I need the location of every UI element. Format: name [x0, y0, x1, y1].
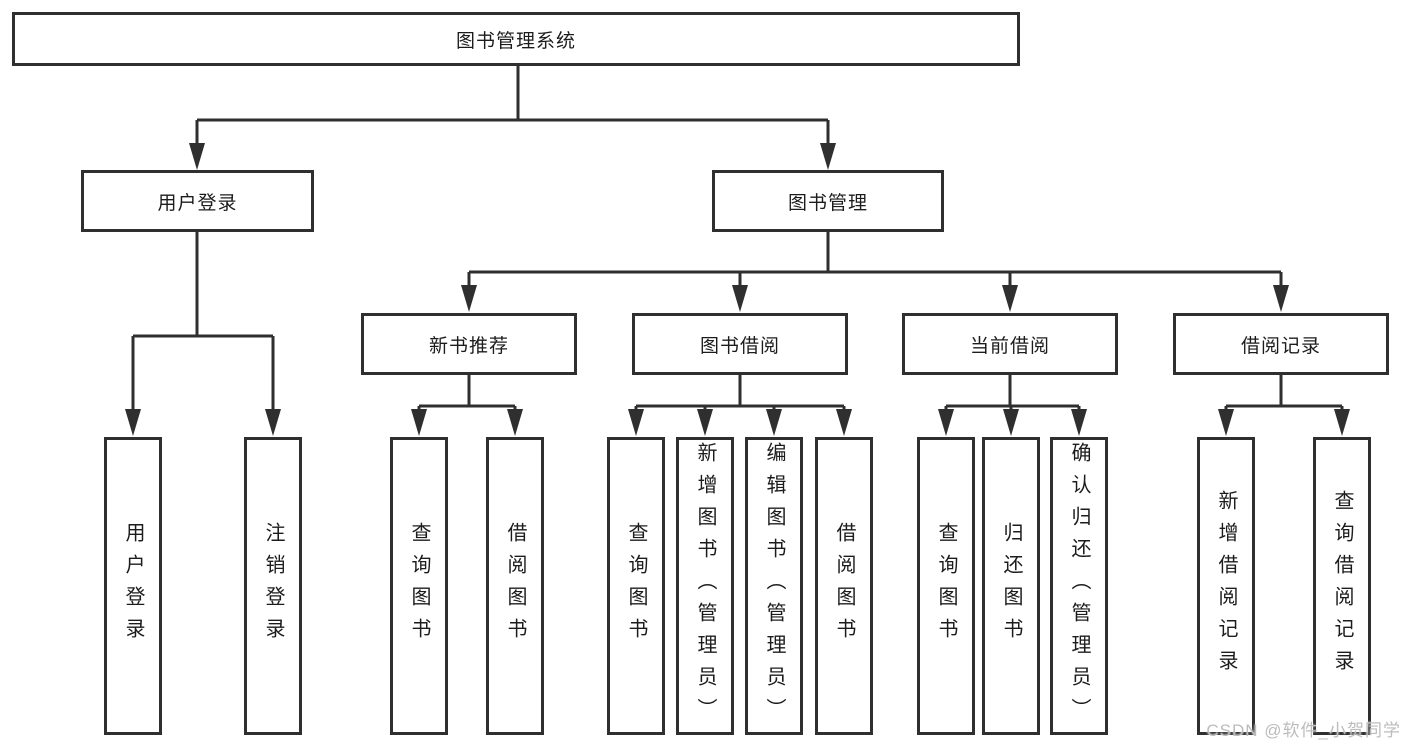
node-leaf-add-borrow-record-label: 新增借阅记录	[1215, 490, 1237, 682]
csdn-watermark: CSDN @软件_小贺同学	[1206, 721, 1401, 740]
node-leaf-user-login-label: 用户登录	[122, 522, 144, 650]
node-new-book-recommend: 新书推荐	[361, 313, 577, 375]
node-book-borrow: 图书借阅	[632, 313, 848, 375]
node-leaf-query-books-recommend: 查询图书	[390, 437, 448, 735]
node-book-borrow-label: 图书借阅	[699, 335, 780, 357]
node-leaf-query-books-borrow: 查询图书	[607, 437, 665, 735]
node-leaf-return-books: 归还图书	[982, 437, 1040, 735]
connector-records-to-leaves	[1224, 375, 1344, 412]
node-book-management: 图书管理	[712, 170, 944, 232]
node-new-book-recommend-label: 新书推荐	[428, 335, 509, 357]
connector-current-to-leaves	[944, 375, 1081, 412]
node-leaf-query-borrow-record: 查询借阅记录	[1313, 437, 1371, 735]
node-leaf-logout: 注销登录	[244, 437, 302, 735]
node-current-borrow-label: 当前借阅	[969, 335, 1050, 357]
node-root-label: 图书管理系统	[455, 30, 576, 52]
node-leaf-query-books-current: 查询图书	[917, 437, 975, 735]
node-current-borrow: 当前借阅	[902, 313, 1118, 375]
connector-borrow-to-leaves	[634, 375, 846, 412]
node-root-library-system: 图书管理系统	[12, 12, 1020, 66]
node-leaf-logout-label: 注销登录	[262, 522, 284, 650]
node-leaf-borrow-books: 借阅图书	[815, 437, 873, 735]
connector-bookmgmt-to-level3	[467, 232, 1283, 288]
node-leaf-add-borrow-record: 新增借阅记录	[1197, 437, 1255, 735]
node-leaf-return-books-label: 归还图书	[1000, 522, 1022, 650]
node-user-login-label: 用户登录	[157, 192, 238, 214]
node-leaf-borrow-books-label: 借阅图书	[833, 522, 855, 650]
node-leaf-borrow-books-recommend-label: 借阅图书	[504, 522, 526, 650]
node-leaf-query-books-current-label: 查询图书	[935, 522, 957, 650]
node-leaf-add-books-admin: 新增图书（管理员）	[676, 437, 734, 735]
node-leaf-confirm-return-admin: 确认归还（管理员）	[1050, 437, 1108, 735]
node-leaf-confirm-return-admin-label: 确认归还（管理员）	[1068, 442, 1090, 730]
node-book-management-label: 图书管理	[787, 192, 868, 214]
node-leaf-borrow-books-recommend: 借阅图书	[486, 437, 544, 735]
node-leaf-query-books-recommend-label: 查询图书	[408, 522, 430, 650]
node-borrow-records-label: 借阅记录	[1240, 335, 1321, 357]
node-leaf-add-books-admin-label: 新增图书（管理员）	[694, 442, 716, 730]
node-borrow-records: 借阅记录	[1173, 313, 1389, 375]
node-leaf-user-login: 用户登录	[104, 437, 162, 735]
connector-recommend-to-leaves	[417, 375, 517, 412]
node-user-login: 用户登录	[81, 170, 314, 232]
node-leaf-edit-books-admin-label: 编辑图书（管理员）	[763, 442, 785, 730]
node-leaf-query-borrow-record-label: 查询借阅记录	[1331, 490, 1353, 682]
connector-userlogin-to-leaves	[131, 232, 275, 412]
node-leaf-query-books-borrow-label: 查询图书	[625, 522, 647, 650]
node-leaf-edit-books-admin: 编辑图书（管理员）	[745, 437, 803, 735]
connector-root-to-level2	[195, 66, 830, 145]
